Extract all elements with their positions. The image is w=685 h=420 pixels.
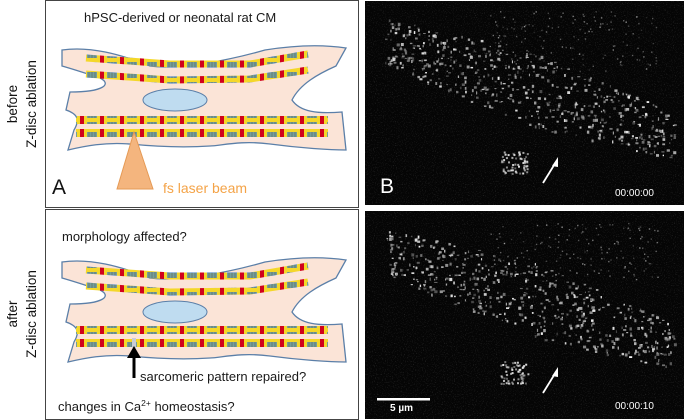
question-calcium-prefix: changes in Ca bbox=[58, 399, 142, 414]
myofibril-after-4 bbox=[76, 339, 328, 347]
question-morphology: morphology affected? bbox=[62, 229, 187, 244]
timestamp-after: 00:00:10 bbox=[615, 401, 654, 412]
side-label-after: after bbox=[5, 300, 20, 328]
side-label-before: before bbox=[5, 85, 20, 123]
cell-signal-before bbox=[385, 11, 677, 175]
side-label-after-zdisc: Z-disc ablation bbox=[24, 270, 39, 358]
micrograph-after-content bbox=[365, 211, 684, 419]
cell-before bbox=[61, 45, 348, 151]
panel-a-header: hPSC-derived or neonatal rat CM bbox=[84, 10, 276, 25]
myofibril-1 bbox=[85, 50, 309, 68]
myofibril-after-2 bbox=[85, 278, 309, 296]
repair-arrow bbox=[127, 346, 141, 378]
micrograph-before-content bbox=[365, 1, 684, 205]
timestamp-before: 00:00:00 bbox=[615, 188, 654, 199]
nucleus-after bbox=[142, 300, 208, 324]
ablated-z-disc bbox=[132, 338, 136, 348]
question-calcium-suffix: homeostasis? bbox=[151, 399, 235, 414]
laser-label: fs laser beam bbox=[163, 180, 247, 196]
cell-after bbox=[61, 257, 348, 363]
scale-bar-label: 5 µm bbox=[390, 403, 413, 414]
myofibril-after-1 bbox=[85, 262, 309, 280]
arrow-before bbox=[542, 157, 558, 184]
question-calcium-superscript: 2+ bbox=[141, 398, 151, 408]
panel-letter-a: A bbox=[52, 176, 66, 199]
myofibril-2 bbox=[85, 66, 309, 84]
myofibril-after-3 bbox=[76, 326, 328, 334]
panel-letter-b: B bbox=[380, 175, 394, 198]
question-sarcomere: sarcomeric pattern repaired? bbox=[140, 369, 306, 384]
laser-beam bbox=[116, 130, 154, 190]
side-label-before-zdisc: Z-disc ablation bbox=[24, 60, 39, 148]
question-calcium: changes in Ca2+ homeostasis? bbox=[58, 398, 235, 414]
nucleus-before bbox=[142, 88, 208, 112]
cell-signal-after bbox=[386, 222, 677, 385]
myofibril-3 bbox=[76, 116, 328, 124]
arrow-after bbox=[542, 367, 558, 394]
myofibril-4 bbox=[76, 129, 328, 137]
scale-bar bbox=[377, 398, 430, 401]
